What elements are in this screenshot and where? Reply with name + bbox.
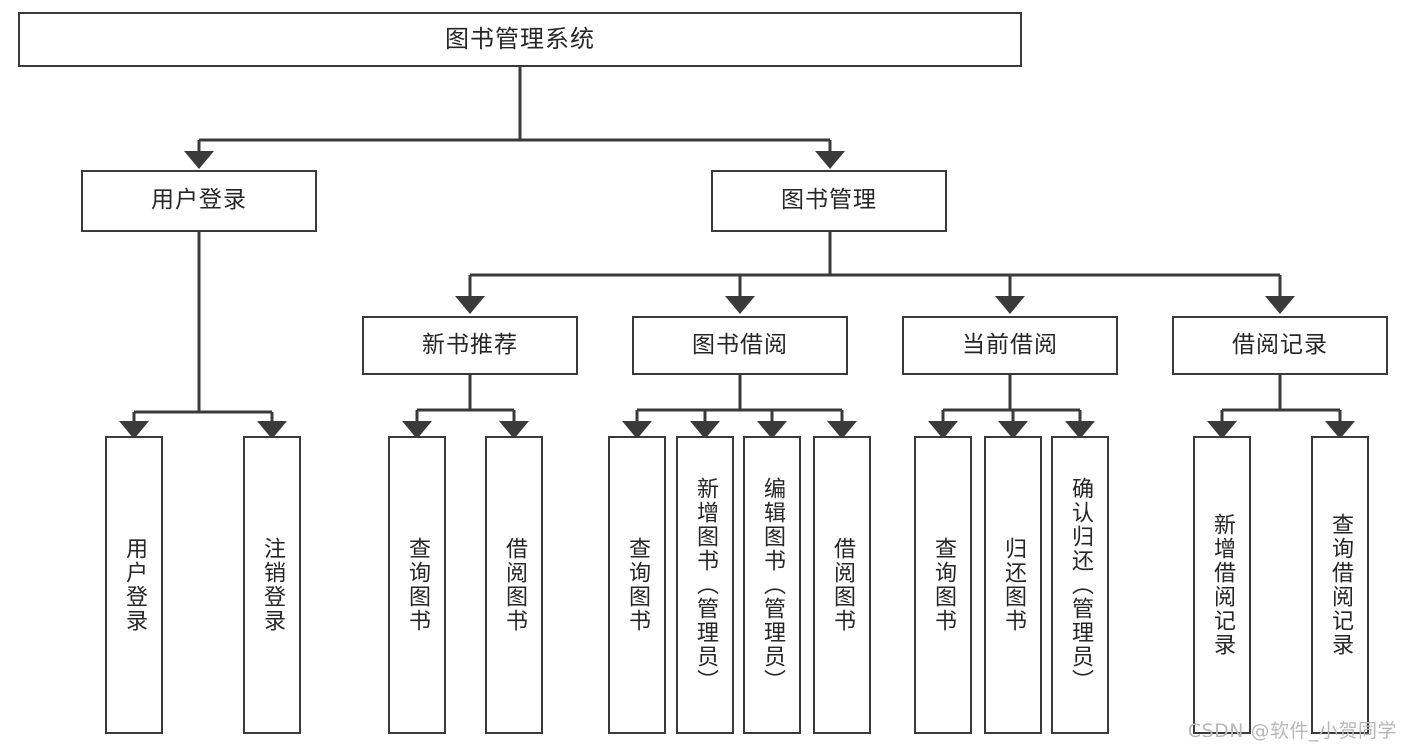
node-leaf-currentborrow-query-book[interactable]: 查询图书	[914, 436, 972, 734]
node-leaf-bookborrow-query-book[interactable]: 查询图书	[608, 436, 666, 734]
node-leaf-bookborrow-edit-book-admin[interactable]: 编辑图书（管理员）	[743, 436, 801, 734]
node-new-book-recommend[interactable]: 新书推荐	[362, 316, 578, 375]
node-leaf-borrowrecord-add-record[interactable]: 新增借阅记录	[1193, 436, 1251, 734]
node-borrow-record[interactable]: 借阅记录	[1172, 316, 1388, 375]
node-leaf-user-login-logout[interactable]: 注销登录	[243, 436, 301, 734]
node-current-borrow[interactable]: 当前借阅	[902, 316, 1118, 375]
node-book-management[interactable]: 图书管理	[711, 170, 947, 232]
node-user-login[interactable]: 用户登录	[81, 170, 317, 232]
node-leaf-currentborrow-confirm-return-admin[interactable]: 确认归还（管理员）	[1051, 436, 1109, 734]
leaf-label: 归还图书	[1000, 537, 1026, 633]
node-root-system[interactable]: 图书管理系统	[18, 12, 1022, 67]
leaf-label: 用户登录	[121, 537, 147, 633]
leaf-label: 注销登录	[259, 537, 285, 633]
node-book-borrow[interactable]: 图书借阅	[632, 316, 848, 375]
leaf-label: 确认归还（管理员）	[1067, 477, 1093, 693]
leaf-label: 查询图书	[624, 537, 650, 633]
watermark-text: CSDN @软件_小贺同学	[1187, 720, 1397, 742]
node-leaf-user-login-login[interactable]: 用户登录	[105, 436, 163, 734]
leaf-label: 查询图书	[930, 537, 956, 633]
node-leaf-newbook-query-book[interactable]: 查询图书	[388, 436, 446, 734]
leaf-label: 查询借阅记录	[1327, 513, 1353, 657]
node-leaf-newbook-borrow-book[interactable]: 借阅图书	[485, 436, 543, 734]
node-leaf-bookborrow-add-book-admin[interactable]: 新增图书（管理员）	[676, 436, 734, 734]
node-leaf-bookborrow-borrow-book[interactable]: 借阅图书	[813, 436, 871, 734]
leaf-label: 借阅图书	[501, 537, 527, 633]
leaf-label: 借阅图书	[829, 537, 855, 633]
node-leaf-currentborrow-return-book[interactable]: 归还图书	[984, 436, 1042, 734]
leaf-label: 新增借阅记录	[1209, 513, 1235, 657]
leaf-label: 查询图书	[404, 537, 430, 633]
leaf-label: 新增图书（管理员）	[692, 477, 718, 693]
node-leaf-borrowrecord-query-record[interactable]: 查询借阅记录	[1311, 436, 1369, 734]
leaf-label: 编辑图书（管理员）	[759, 477, 785, 693]
